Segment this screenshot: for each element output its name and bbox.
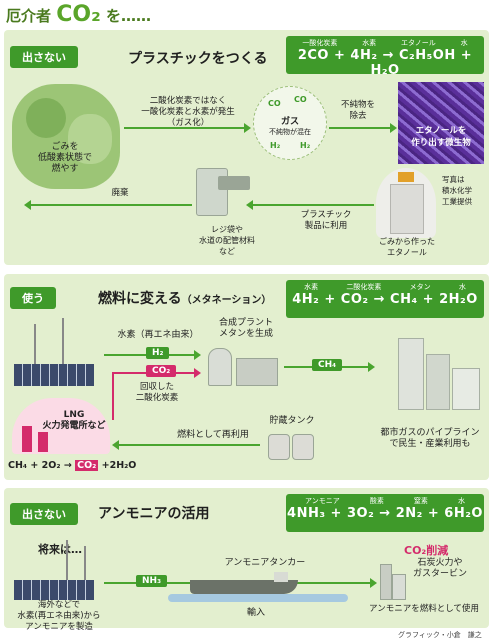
combustion-post: +2H₂O [98, 460, 137, 471]
microbe-label: エタノールを 作り出す微生物 [411, 126, 471, 148]
credit: グラフィック・小倉 謙之 [398, 631, 482, 639]
plastic-label: プラスチック 製品に利用 [300, 210, 352, 231]
panel2-tag: 使う [10, 287, 56, 309]
panel3-tag: 出さない [10, 503, 78, 525]
arrowhead-right [244, 123, 251, 133]
renewable-energy-illustration [14, 318, 98, 388]
eq2-text: 4H₂ + CO₂ → CH₄ + 2H₂O [292, 292, 478, 307]
eq3-label: 水 [457, 497, 465, 505]
microbe-photo: エタノールを 作り出す微生物 [398, 82, 484, 164]
reuse-label: 燃料として再利用 [177, 430, 249, 440]
arrow-to-microbe [329, 127, 391, 129]
eq3-label: アンモニア [305, 497, 340, 505]
eq1-label: エタノール [400, 39, 436, 47]
title-co2: CO₂ [56, 2, 101, 27]
recovered-label: 回収した 二酸化炭素 [135, 382, 179, 403]
tanker-label: アンモニアタンカー [224, 558, 306, 568]
arrowhead-right [194, 350, 201, 360]
disposal-label: 廃棄 [111, 188, 129, 198]
city-buildings-illustration [378, 324, 482, 414]
eq2-label: 二酸化炭素 [346, 283, 382, 291]
co2-pill: CO₂ [146, 365, 177, 377]
page-title: 厄介者 CO₂ を…… [6, 2, 151, 27]
impurity-label: 不純物を 除去 [340, 100, 375, 121]
gas-circle: ガス 不純物が混在 CO CO H₂ H₂ [253, 86, 327, 160]
gas-sub-label: 不純物が混在 [269, 128, 311, 136]
trash-bags-illustration [12, 84, 120, 189]
panel1-heading: プラスチックをつくる [128, 51, 268, 67]
panel2-heading-sub: （メタネーション） [181, 295, 272, 306]
city-gas-label: 都市ガスのパイプライン で民生・産業利用も [380, 428, 480, 449]
title-prefix: 厄介者 [6, 7, 52, 25]
ethanol-bottle-photo [376, 168, 436, 238]
lng-plant-illustration [12, 398, 110, 454]
gas-molecule-co: CO [294, 95, 307, 104]
future-label: 将来は… [38, 543, 82, 556]
arrowhead-right [370, 578, 377, 588]
arrowhead-left [112, 440, 119, 450]
arrowhead-right [194, 368, 201, 378]
eq1-label: 一酸化炭素 [302, 39, 338, 47]
hydrogen-label: 水素（再エネ由来） [117, 330, 199, 340]
gas-molecule-co: CO [268, 99, 281, 108]
eq1-label: 水素 [362, 39, 377, 47]
panel3-equation: アンモニア 酸素 窒素 水 4NH₃ + 3O₂ → 2N₂ + 6H₂O [286, 494, 484, 532]
import-label: 輸入 [246, 608, 265, 618]
arrow-to-products [252, 204, 374, 206]
panel2-equation: 水素 二酸化炭素 メタン 水 4H₂ + CO₂ → CH₄ + 2H₂O [286, 280, 484, 318]
panel2-heading-main: 燃料に変える [98, 291, 182, 307]
arrowhead-left [246, 200, 253, 210]
combustion-equation: CH₄ + 2O₂ → CO₂ +2H₂O [8, 460, 136, 471]
ethanol-label: ごみから作った エタノール [379, 237, 435, 257]
power-plant-illustration [376, 560, 406, 600]
ch4-pill: CH₄ [312, 359, 343, 371]
eq1-label: 水 [460, 39, 468, 47]
eq3-label: 窒素 [413, 497, 428, 505]
tanker-illustration [190, 572, 300, 596]
h2-pill: H₂ [146, 347, 170, 359]
gas-label: ガス [281, 117, 300, 127]
storage-label: 貯蔵タンク [269, 416, 315, 426]
eq1-text: 2CO + 4H₂ → C₂H₅OH + H₂O [297, 48, 473, 78]
use-label: アンモニアを燃料として使用 [369, 604, 479, 614]
combustion-pre: CH₄ + 2O₂ → [8, 460, 76, 471]
eq3-text: 4NH₃ + 3O₂ → 2N₂ + 6H₂O [287, 506, 483, 521]
eq2-label: メタン [409, 283, 431, 291]
arrowhead-left [24, 200, 31, 210]
title-suffix: を…… [105, 7, 151, 25]
photo-credit: 写真は 積水化学 工業提供 [442, 175, 472, 206]
gas-molecule-h2: H₂ [300, 141, 311, 150]
overseas-label: 海外などで 水素(再エネ由来)から アンモニアを製造 [17, 600, 101, 632]
arrow-to-gas [124, 127, 246, 129]
plant-label: 合成プラント メタンを生成 [218, 318, 273, 339]
panel1-tag: 出さない [10, 46, 78, 68]
plastic-products-illustration [196, 168, 252, 222]
products-label: レジ袋や 水道の配管材料 など [199, 225, 255, 256]
coal-label: 石炭火力や ガスタービン [412, 558, 467, 579]
panel2-heading: 燃料に変える（メタネーション） [98, 288, 271, 308]
arrowhead-right [390, 123, 397, 133]
eq2-label: 水素 [304, 283, 319, 291]
sea-illustration [168, 594, 348, 602]
lng-label: LNG 火力発電所など [42, 410, 106, 431]
panel1-equation: 一酸化炭素 水素 エタノール 水 2CO + 4H₂ → C₂H₅OH + H₂… [286, 36, 484, 78]
eq3-label: 酸素 [369, 497, 384, 505]
arrow-to-disposal [30, 204, 192, 206]
synthesis-plant-illustration [200, 344, 282, 386]
co2-reduction-label: CO₂削減 [404, 544, 449, 557]
gas-molecule-h2: H₂ [270, 141, 281, 150]
combustion-co2: CO₂ [75, 460, 99, 471]
co2-return-line [112, 372, 114, 420]
storage-tank-illustration [266, 430, 316, 460]
overseas-renewables-illustration [14, 540, 98, 600]
eq2-label: 水 [458, 283, 466, 291]
nh3-pill: NH₃ [136, 575, 168, 587]
panel3-heading: アンモニアの活用 [98, 506, 210, 522]
arrow-reuse [118, 444, 260, 446]
gasify-label: 二酸化炭素ではなく 一酸化炭素と水素が発生 （ガス化） [141, 96, 235, 128]
trash-label: ごみを 低酸素状態で 燃やす [37, 142, 92, 174]
arrowhead-right [368, 362, 375, 372]
